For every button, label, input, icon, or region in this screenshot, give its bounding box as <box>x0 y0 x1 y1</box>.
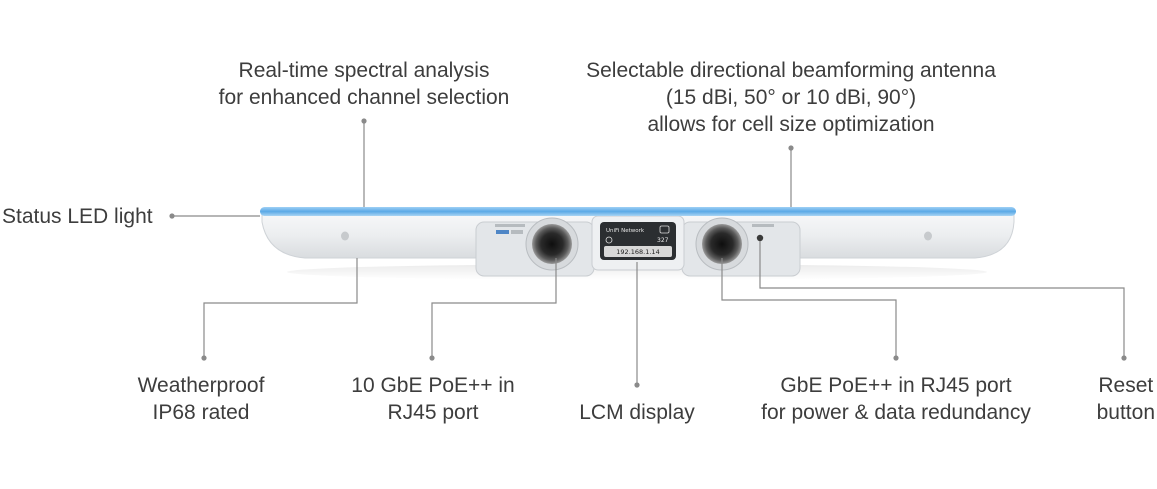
callout-poe-10g-line-1: 10 GbE PoE++ in <box>351 374 515 397</box>
callout-lcm: LCM display <box>579 399 695 426</box>
callout-weatherproof-line-2: IP68 rated <box>152 401 250 424</box>
lcm-count-text: 327 <box>657 237 669 244</box>
port-label-left-badge2 <box>511 230 523 234</box>
leader-dots <box>169 118 1127 388</box>
callout-antenna: Selectable directional beamforming anten… <box>586 57 996 138</box>
callout-poe-10g-line-2: RJ45 port <box>387 401 479 424</box>
status-led-strip <box>260 207 1016 216</box>
dot-weatherproof <box>201 355 207 361</box>
callout-status-led-line-1: Status LED light <box>2 205 153 228</box>
vent-right <box>924 231 932 241</box>
poe-10g-port <box>532 224 572 264</box>
dot-spectral <box>361 118 367 124</box>
leader-weatherproof <box>203 258 358 358</box>
port-label-right <box>752 224 774 227</box>
port-label-left-badge <box>496 230 509 234</box>
vent-left <box>341 231 349 241</box>
callout-poe-1g-line-2: for power & data redundancy <box>761 401 1031 424</box>
callout-lcm-line-1: LCM display <box>579 401 695 424</box>
dot-poe-10g <box>429 355 435 361</box>
callout-spectral-line-1: Real-time spectral analysis <box>238 59 490 82</box>
port-label-left <box>495 224 525 227</box>
callout-poe-1g-line-1: GbE PoE++ in RJ45 port <box>780 374 1012 397</box>
lcm-ip-text: 192.168.1.14 <box>616 248 659 256</box>
callout-antenna-line-1: Selectable directional beamforming anten… <box>586 59 996 82</box>
leader-lines <box>172 121 1125 385</box>
callout-reset: Reset button <box>1097 372 1155 426</box>
lcm-brand-text: UniFi Network <box>606 228 645 234</box>
callout-reset-line-2: button <box>1096 401 1155 424</box>
callout-weatherproof: Weatherproof IP68 rated <box>138 372 265 426</box>
lcm-logo-icon <box>605 236 613 244</box>
reset-button[interactable] <box>756 234 764 242</box>
leader-reset <box>759 241 1125 358</box>
leader-poe-1g <box>721 258 897 358</box>
dot-lcm <box>634 382 640 388</box>
callout-poe-1g: GbE PoE++ in RJ45 port for power & data … <box>761 372 1031 426</box>
dot-antenna <box>788 145 794 151</box>
lcm-wifi-icon <box>659 225 670 234</box>
dot-poe-1g <box>893 355 899 361</box>
callout-reset-line-1: Reset <box>1098 374 1154 397</box>
callout-antenna-line-3: allows for cell size optimization <box>647 113 935 136</box>
callout-antenna-line-2: (15 dBi, 50° or 10 dBi, 90°) <box>665 86 917 109</box>
callout-weatherproof-line-1: Weatherproof <box>137 374 265 397</box>
callout-status-led: Status LED light <box>2 203 153 230</box>
access-point-device: UniFi Network 327 192.168.1.14 <box>260 207 1016 277</box>
lcm-ip-bar <box>604 246 672 257</box>
poe-1g-port <box>702 224 742 264</box>
callout-spectral-line-2: for enhanced channel selection <box>218 86 510 109</box>
dot-reset <box>1121 355 1127 361</box>
leader-poe-10g <box>431 258 557 358</box>
callout-spectral: Real-time spectral analysis for enhanced… <box>219 57 510 111</box>
callout-poe-10g: 10 GbE PoE++ in RJ45 port <box>351 372 514 426</box>
dot-status-led <box>169 213 175 219</box>
